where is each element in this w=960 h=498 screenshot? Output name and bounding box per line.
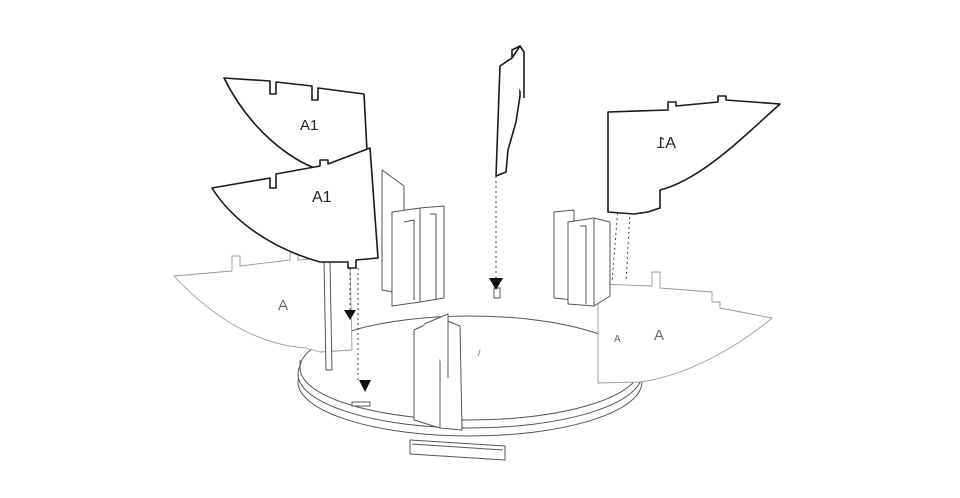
base-panel-left: A <box>173 249 353 353</box>
column-right <box>553 209 611 307</box>
arrow-down-center <box>489 278 503 290</box>
panel-top-right: A1 <box>607 95 781 215</box>
svg-text:/: / <box>478 348 481 358</box>
base-small-label: A <box>614 334 621 345</box>
panel-top-right-label: A1 <box>656 135 676 152</box>
base-disc <box>297 287 643 461</box>
front-bent-piece: / <box>413 313 481 431</box>
panel-mid-left-label: A1 <box>312 189 332 206</box>
panel-mid-left: A1 <box>211 147 379 269</box>
assembly-guides <box>344 176 631 392</box>
center-vertical-piece <box>495 45 525 177</box>
base-panel-left-label: A <box>278 297 288 314</box>
column-left <box>381 169 445 307</box>
base-panel-right-label: A <box>654 327 664 344</box>
panel-top-left-label: A1 <box>300 117 318 134</box>
arrow-down-left-small <box>344 310 356 320</box>
base-panel-right: A A <box>597 271 773 384</box>
arrow-down-left <box>359 380 371 392</box>
post-left <box>323 261 333 371</box>
